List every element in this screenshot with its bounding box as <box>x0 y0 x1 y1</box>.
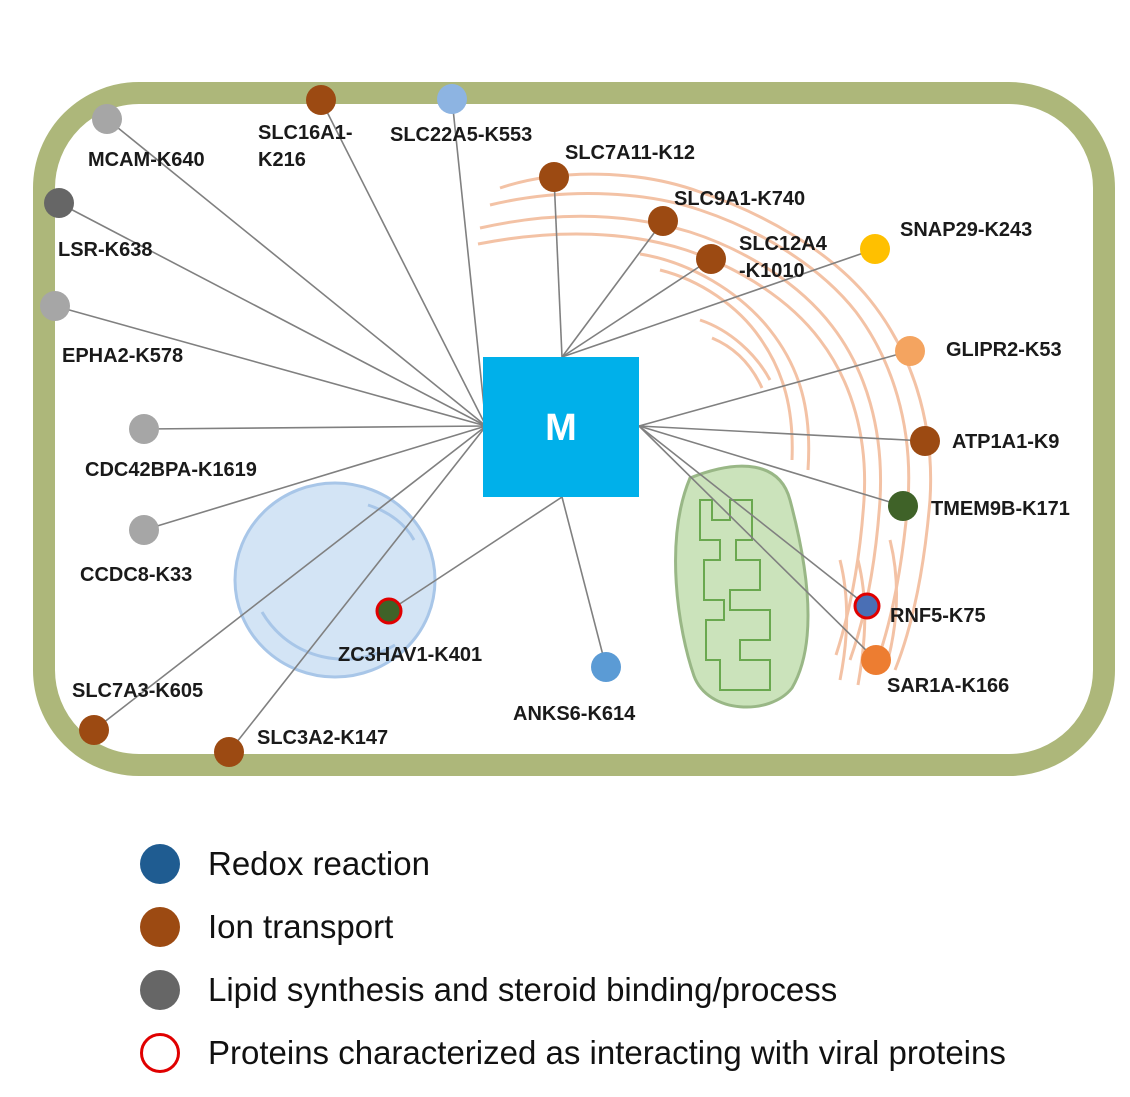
node-slc7a3 <box>79 715 109 745</box>
label-lsr: LSR-K638 <box>58 239 152 261</box>
node-zc3hav1 <box>375 597 403 625</box>
node-anks6 <box>591 652 621 682</box>
legend: Redox reaction Ion transport Lipid synth… <box>140 832 1100 1084</box>
edge-slc9a1 <box>561 220 664 358</box>
legend-item-redox: Redox reaction <box>140 832 1100 895</box>
edge-mcam <box>106 118 487 427</box>
label-atp1a1: ATP1A1-K9 <box>952 431 1059 453</box>
protein-labels: MCAM-K640LSR-K638EPHA2-K578CDC42BPA-K161… <box>58 122 1070 749</box>
endoplasmic-reticulum <box>477 172 933 686</box>
label-mcam: MCAM-K640 <box>88 149 205 171</box>
edge-sar1a <box>638 425 877 661</box>
edge-slc16a1 <box>320 99 487 427</box>
edge-epha2 <box>54 305 487 427</box>
interaction-edges <box>54 98 926 753</box>
edge-anks6 <box>561 496 607 668</box>
node-sar1a <box>861 645 891 675</box>
label-anks6: ANKS6-K614 <box>513 703 636 725</box>
center-node-m <box>483 357 639 497</box>
legend-item-viral: Proteins characterized as interacting wi… <box>140 1021 1100 1084</box>
node-glipr2 <box>895 336 925 366</box>
node-mcam <box>92 104 122 134</box>
legend-label-redox: Redox reaction <box>208 844 430 882</box>
node-slc9a1 <box>648 206 678 236</box>
node-lsr <box>44 188 74 218</box>
edge-slc3a2 <box>228 425 487 753</box>
edge-tmem9b <box>638 425 904 507</box>
node-cdc42bpa <box>129 414 159 444</box>
mitochondrion <box>674 464 810 709</box>
label-slc16a1-line2: K216 <box>258 149 306 171</box>
center-node-label: M <box>545 407 577 449</box>
legend-item-ion-transport: Ion transport <box>140 895 1100 958</box>
legend-swatch-redox <box>140 843 180 884</box>
label-slc3a2: SLC3A2-K147 <box>257 727 388 749</box>
label-slc12a4-line2: -K1010 <box>739 260 805 282</box>
node-slc7a11 <box>539 162 569 192</box>
node-slc3a2 <box>214 737 244 767</box>
label-sar1a: SAR1A-K166 <box>887 675 1009 697</box>
node-snap29 <box>860 234 890 264</box>
legend-swatch-ion-transport <box>140 906 180 947</box>
node-rnf5 <box>853 592 881 620</box>
legend-swatch-viral <box>140 1032 180 1073</box>
label-slc16a1: SLC16A1- <box>258 122 352 144</box>
edge-ccdc8 <box>143 425 487 531</box>
edge-rnf5 <box>638 425 868 607</box>
legend-label-viral: Proteins characterized as interacting wi… <box>208 1033 1006 1071</box>
label-tmem9b: TMEM9B-K171 <box>931 498 1070 520</box>
edge-snap29 <box>561 248 876 358</box>
edge-zc3hav1 <box>388 496 563 612</box>
edge-slc7a3 <box>93 425 487 731</box>
node-epha2 <box>40 291 70 321</box>
node-slc12a4 <box>696 244 726 274</box>
label-slc7a3: SLC7A3-K605 <box>72 680 203 702</box>
label-rnf5: RNF5-K75 <box>890 605 986 627</box>
label-ccdc8: CCDC8-K33 <box>80 564 192 586</box>
protein-nodes <box>40 84 940 767</box>
edge-slc22a5 <box>451 98 487 427</box>
node-ccdc8 <box>129 515 159 545</box>
legend-item-lipid: Lipid synthesis and steroid binding/proc… <box>140 958 1100 1021</box>
label-snap29: SNAP29-K243 <box>900 219 1032 241</box>
label-slc7a11: SLC7A11-K12 <box>565 142 695 164</box>
node-tmem9b <box>888 491 918 521</box>
legend-swatch-lipid <box>140 969 180 1010</box>
edge-lsr <box>58 202 487 427</box>
label-slc9a1: SLC9A1-K740 <box>674 188 805 210</box>
label-slc22a5: SLC22A5-K553 <box>390 124 532 146</box>
label-slc12a4: SLC12A4 <box>739 233 828 255</box>
node-slc22a5 <box>437 84 467 114</box>
edge-slc12a4 <box>561 258 712 358</box>
node-slc16a1 <box>306 85 336 115</box>
label-glipr2: GLIPR2-K53 <box>946 339 1062 361</box>
edge-cdc42bpa <box>143 425 487 430</box>
label-cdc42bpa: CDC42BPA-K1619 <box>85 459 257 481</box>
legend-label-ion-transport: Ion transport <box>208 907 394 945</box>
edge-slc7a11 <box>553 176 563 358</box>
node-atp1a1 <box>910 426 940 456</box>
label-epha2: EPHA2-K578 <box>62 345 183 367</box>
legend-label-lipid: Lipid synthesis and steroid binding/proc… <box>208 970 838 1008</box>
edge-atp1a1 <box>638 425 926 442</box>
edge-glipr2 <box>638 350 911 427</box>
label-zc3hav1: ZC3HAV1-K401 <box>338 644 482 666</box>
cell-diagram-svg: M MCAM-K640LSR-K638EPHA2-K578CDC42BPA-K1… <box>33 82 1115 776</box>
